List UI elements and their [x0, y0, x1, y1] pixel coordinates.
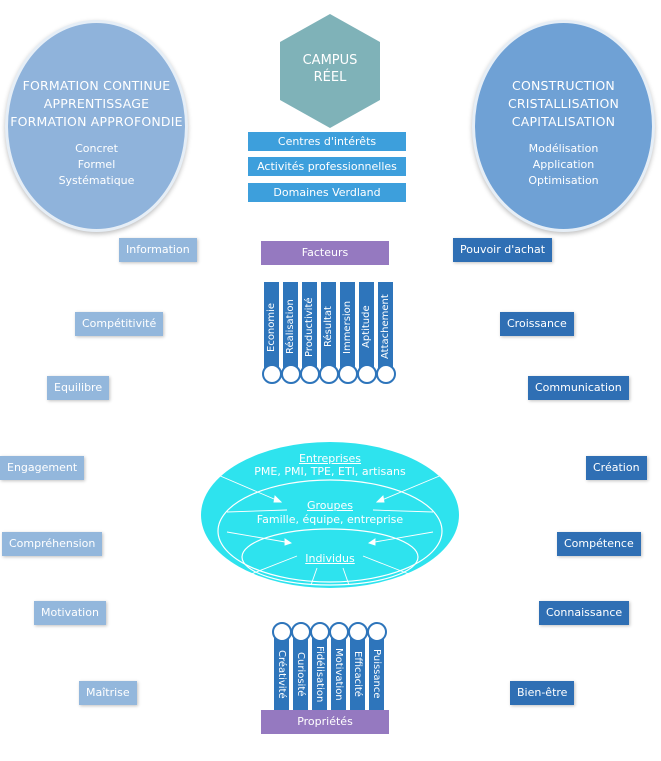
propriete-label: Efficacité — [352, 651, 363, 697]
right-circle-line: CRISTALLISATION — [507, 96, 620, 111]
left-tag-maitrise: Maîtrise — [79, 681, 137, 705]
right-tag-competence: Compétence — [557, 532, 641, 556]
propriete-label: Puissance — [371, 649, 382, 699]
facteur-knob-icon — [280, 364, 301, 384]
facteur-column: Aptitude — [359, 282, 374, 372]
propriete-column: Motivation — [331, 628, 346, 710]
right-circle: CONSTRUCTION CRISTALLISATION CAPITALISAT… — [472, 20, 655, 232]
propriete-column: Créativité — [274, 628, 289, 710]
right-tag-communication: Communication — [528, 376, 629, 400]
facteur-column: Réalisation — [283, 282, 298, 372]
propriete-column: Curiosité — [293, 628, 308, 710]
facteur-knob-icon — [299, 364, 320, 384]
propriete-knob-icon — [347, 622, 368, 642]
right-tag-connaissance: Connaissance — [539, 601, 630, 625]
propriete-column: Fidélisation — [312, 628, 327, 710]
proprietes-label: Propriétés — [261, 710, 389, 734]
ellipse-inner-title: Individus — [305, 552, 355, 565]
right-tag-creation: Création — [586, 456, 647, 480]
propriete-knob-icon — [271, 622, 292, 642]
center-bar-activites: Activités professionnelles — [248, 157, 406, 176]
propriete-column: Puissance — [369, 628, 384, 710]
facteur-label: Résultat — [323, 306, 334, 348]
left-tag-equilibre: Equilibre — [47, 376, 110, 400]
left-circle-sub: Formel — [77, 158, 116, 171]
left-tag-engagement: Engagement — [0, 456, 85, 480]
left-circle-line: APPRENTISSAGE — [43, 96, 150, 111]
facteur-column: Attachement — [378, 282, 393, 372]
facteur-label: Réalisation — [285, 299, 296, 355]
facteur-knob-icon — [356, 364, 377, 384]
organisation-ellipse — [201, 442, 459, 588]
right-circle-line: CAPITALISATION — [511, 114, 616, 129]
center-bar-domaines: Domaines Verdland — [248, 183, 406, 202]
propriete-knob-icon — [366, 622, 387, 642]
ellipse-middle-sub: Famille, équipe, entreprise — [256, 513, 404, 526]
left-tag-information: Information — [119, 238, 197, 262]
left-tag-motivation: Motivation — [34, 601, 106, 625]
left-tag-competitivite: Compétitivité — [75, 312, 164, 336]
ellipse-outer-title: Entreprises — [298, 452, 362, 465]
facteur-label: Productivité — [304, 297, 315, 357]
right-circle-sub: Application — [532, 158, 595, 171]
facteur-column: Immersion — [340, 282, 355, 372]
propriete-label: Fidélisation — [314, 645, 325, 703]
propriete-knob-icon — [328, 622, 349, 642]
campus-hexagon — [280, 14, 380, 128]
facteur-column: Productivité — [302, 282, 317, 372]
facteurs-label: Facteurs — [261, 241, 389, 265]
facteur-column: Economie — [264, 282, 279, 372]
right-circle-sub: Modélisation — [528, 142, 599, 155]
facteur-knob-icon — [337, 364, 358, 384]
facteur-label: Immersion — [342, 300, 353, 354]
left-circle-line: FORMATION CONTINUE — [22, 78, 171, 93]
right-tag-pouvoir-achat: Pouvoir d'achat — [453, 238, 553, 262]
facteur-label: Attachement — [380, 294, 391, 360]
right-tag-bien-etre: Bien-être — [510, 681, 575, 705]
right-tag-croissance: Croissance — [500, 312, 574, 336]
propriete-label: Motivation — [333, 647, 344, 701]
center-bar-interets: Centres d'intérêts — [248, 132, 406, 151]
facteur-knob-icon — [375, 364, 396, 384]
facteur-label: Economie — [266, 302, 277, 352]
facteur-label: Aptitude — [361, 305, 372, 349]
facteur-column: Résultat — [321, 282, 336, 372]
left-circle-sub: Systématique — [58, 174, 135, 187]
ellipse-outer-sub: PME, PMI, TPE, ETI, artisans — [254, 465, 406, 478]
campus-label: CAMPUS RÉEL — [275, 52, 385, 86]
propriete-label: Créativité — [276, 649, 287, 699]
left-circle-sub: Concret — [75, 142, 118, 155]
propriete-knob-icon — [290, 622, 311, 642]
propriete-knob-icon — [309, 622, 330, 642]
right-circle-sub: Optimisation — [528, 174, 599, 187]
left-circle-line: FORMATION APPROFONDIE — [10, 114, 183, 129]
campus-line2: RÉEL — [313, 70, 347, 85]
left-circle: FORMATION CONTINUE APPRENTISSAGE FORMATI… — [5, 20, 188, 232]
propriete-label: Curiosité — [295, 651, 306, 697]
right-circle-line: CONSTRUCTION — [512, 78, 615, 93]
campus-line1: CAMPUS — [302, 53, 358, 68]
ellipse-middle-title: Groupes — [307, 499, 353, 512]
facteur-knob-icon — [261, 364, 282, 384]
facteur-knob-icon — [318, 364, 339, 384]
propriete-column: Efficacité — [350, 628, 365, 710]
left-tag-comprehension: Compréhension — [2, 532, 103, 556]
